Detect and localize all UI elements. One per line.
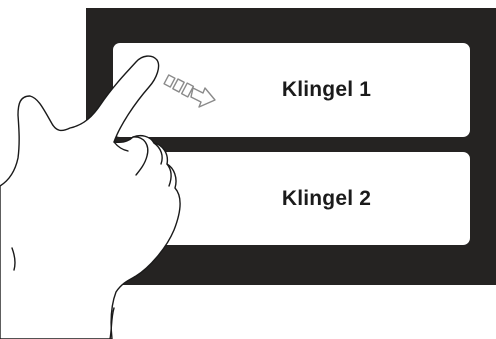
touch-panel: Klingel 1 Klingel 2: [86, 8, 496, 285]
bell-2-label: Klingel 2: [281, 186, 372, 210]
bell-1-button[interactable]: Klingel 1: [113, 43, 470, 137]
bell-1-label: Klingel 1: [281, 78, 372, 101]
bell-2-button[interactable]: Klingel 2: [113, 152, 470, 245]
